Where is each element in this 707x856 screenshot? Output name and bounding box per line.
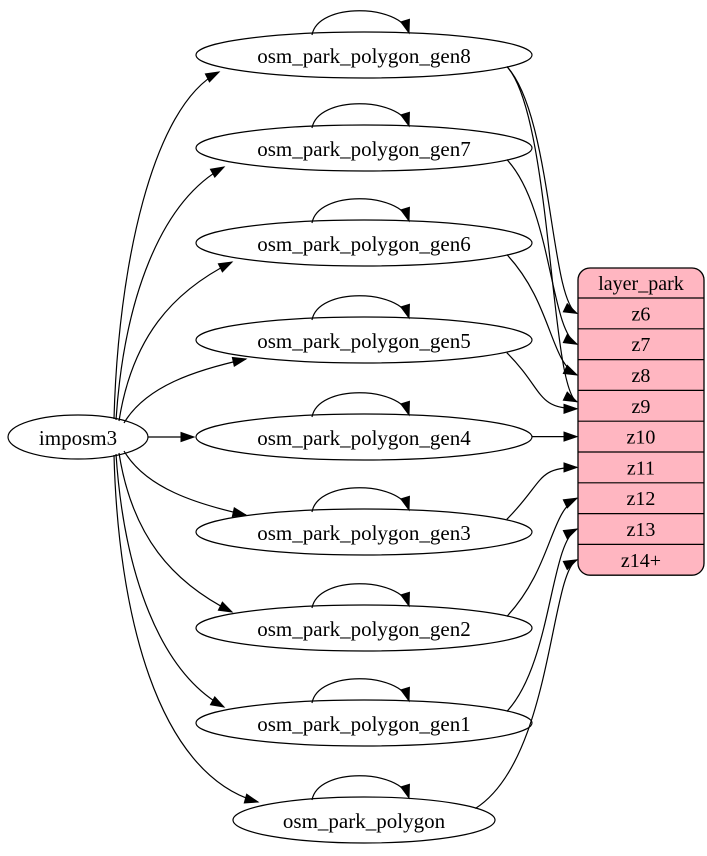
edge-osm_park_polygon-z14plus: [475, 559, 578, 810]
node-osm_park_polygon_gen8: osm_park_polygon_gen8: [195, 31, 533, 79]
edge-imposm3-osm_park_polygon_gen6: [118, 261, 233, 422]
edge-osm_park_polygon_gen2-z12: [506, 497, 578, 617]
edge-imposm3-osm_park_polygon_gen7: [115, 166, 225, 421]
node-label: osm_park_polygon_gen7: [257, 137, 470, 161]
edge-osm_park_polygon_gen8-z6: [506, 66, 578, 314]
self-loop-osm_park_polygon_gen3: [311, 487, 410, 513]
layer-row-z7: z7: [632, 334, 651, 356]
node-label: osm_park_polygon_gen8: [257, 44, 470, 68]
edge-osm_park_polygon_gen7-z7: [506, 159, 578, 345]
node-ellipse: [195, 508, 533, 556]
node-ellipse: [195, 219, 533, 267]
arrowhead: [400, 495, 410, 512]
edge-osm_park_polygon_gen3-z11: [506, 466, 578, 520]
arrowhead: [400, 111, 410, 128]
arrowhead: [400, 591, 410, 608]
arrowhead: [563, 431, 579, 442]
arrowhead: [204, 71, 221, 83]
node-osm_park_polygon_gen5: osm_park_polygon_gen5: [195, 316, 533, 364]
edge-imposm3-osm_park_polygon_gen5: [123, 358, 247, 424]
arrowhead: [562, 364, 579, 376]
self-loop-osm_park_polygon_gen4: [311, 392, 410, 418]
node-label: osm_park_polygon_gen3: [257, 521, 470, 545]
arrowhead: [400, 303, 410, 320]
arrowhead: [562, 302, 579, 315]
self-loop-osm_park_polygon_gen8: [311, 10, 410, 36]
arrowhead: [231, 507, 248, 518]
layer-table: layer_park z6 z7 z8 z9 z10 z11 z12 z13 z14+: [577, 267, 705, 576]
arrowhead: [217, 601, 234, 613]
layer-table-title: layer_park: [598, 273, 684, 295]
arrowhead: [400, 206, 410, 223]
edge-osm_park_polygon_gen1-z13: [506, 528, 578, 712]
self-loop-osm_park_polygon_gen7: [311, 103, 410, 129]
node-osm_park_polygon: osm_park_polygon: [232, 796, 496, 844]
node-label: osm_park_polygon_gen2: [257, 617, 470, 641]
node-label: imposm3: [39, 426, 117, 450]
layer-row-z9: z9: [632, 396, 651, 418]
node-ellipse: [195, 31, 533, 79]
node-label: osm_park_polygon_gen6: [257, 232, 470, 256]
node-label: osm_park_polygon_gen4: [257, 426, 471, 450]
arrowhead: [209, 695, 226, 708]
arrowhead: [562, 528, 579, 540]
source-node-imposm3: imposm3: [7, 414, 149, 460]
edges-layer: [113, 10, 579, 810]
self-loop-osm_park_polygon_gen1: [311, 678, 410, 704]
arrowhead: [562, 391, 579, 403]
node-label: osm_park_polygon_gen1: [257, 712, 470, 736]
layer-row-z14plus: z14+: [621, 550, 661, 572]
arrowhead: [400, 783, 410, 800]
arrowhead: [400, 18, 410, 35]
node-ellipse: [195, 316, 533, 364]
node-osm_park_polygon_gen2: osm_park_polygon_gen2: [195, 604, 533, 652]
arrowhead: [231, 356, 248, 367]
arrowhead: [562, 559, 579, 571]
arrowhead: [243, 793, 260, 804]
layer-row-z11: z11: [627, 457, 655, 479]
edge-osm_park_polygon_gen8-z9: [506, 66, 578, 403]
arrowhead: [562, 497, 579, 509]
layer-row-z6: z6: [632, 303, 651, 325]
nodes-layer: layer_park z6 z7 z8 z9 z10 z11 z12 z13 z14+ imposm…: [7, 31, 705, 844]
layer-row-z12: z12: [627, 488, 656, 510]
arrowhead: [400, 400, 410, 417]
node-ellipse: [195, 124, 533, 172]
node-osm_park_polygon_gen7: osm_park_polygon_gen7: [195, 124, 533, 172]
edge-imposm3-osm_park_polygon_gen1: [115, 453, 225, 708]
node-ellipse: [195, 604, 533, 652]
node-osm_park_polygon_gen4: osm_park_polygon_gen4: [195, 413, 533, 461]
self-loop-osm_park_polygon: [311, 775, 410, 801]
node-ellipse: [232, 796, 496, 844]
node-ellipse: [195, 699, 533, 747]
edge-imposm3-osm_park_polygon_gen8: [113, 71, 220, 420]
layer-row-z10: z10: [627, 427, 656, 449]
node-label: osm_park_polygon: [283, 809, 446, 833]
arrowhead: [180, 431, 196, 443]
edge-imposm3-osm_park_polygon: [113, 454, 259, 803]
node-osm_park_polygon_gen3: osm_park_polygon_gen3: [195, 508, 533, 556]
arrowhead: [562, 333, 579, 345]
layer-row-z8: z8: [632, 365, 651, 387]
self-loop-osm_park_polygon_gen6: [311, 198, 410, 224]
node-osm_park_polygon_gen6: osm_park_polygon_gen6: [195, 219, 533, 267]
arrowhead: [400, 686, 410, 703]
self-loop-osm_park_polygon_gen2: [311, 583, 410, 609]
node-osm_park_polygon_gen1: osm_park_polygon_gen1: [195, 699, 533, 747]
arrowhead: [563, 403, 579, 415]
edge-imposm3-osm_park_polygon_gen3: [123, 450, 247, 516]
arrowhead: [217, 261, 234, 273]
node-label: osm_park_polygon_gen5: [257, 329, 470, 353]
arrowhead: [563, 462, 579, 473]
self-loop-osm_park_polygon_gen5: [311, 295, 410, 321]
edge-osm_park_polygon_gen6-z8: [506, 254, 578, 376]
layer-row-z13: z13: [627, 519, 656, 541]
edge-imposm3-osm_park_polygon_gen2: [118, 452, 233, 613]
arrowhead: [209, 166, 226, 179]
